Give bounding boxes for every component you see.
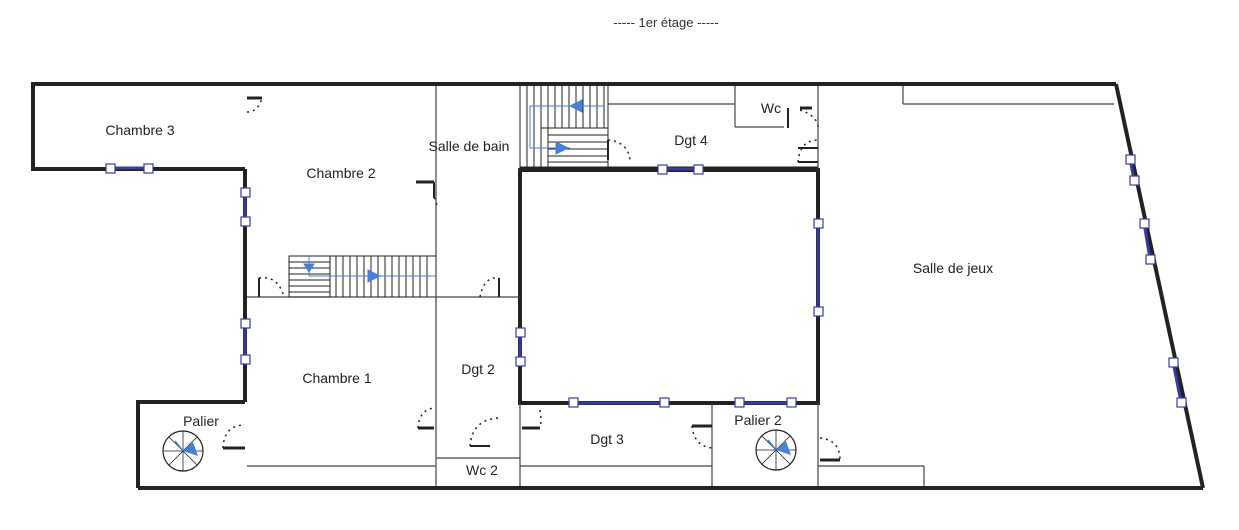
room-label-dgt2: Dgt 2 [461,361,495,377]
room-label-dgt3: Dgt 3 [590,431,624,447]
spiral-stair-palier2 [755,429,797,471]
room-label-wc: Wc [761,100,781,116]
room-label-chambre3: Chambre 3 [105,122,174,138]
room-label-wc2: Wc 2 [466,462,498,478]
room-label-palier2: Palier 2 [734,412,782,428]
windows [105,154,1187,408]
upper-staircase [526,86,609,168]
spiral-stair-palier [162,430,204,472]
room-labels: Chambre 3 Chambre 2 Salle de bain Dgt 4 … [105,100,993,478]
plan-title: ----- 1er étage ----- [613,15,718,30]
room-label-dgt4: Dgt 4 [674,132,708,148]
interior-walls [247,86,1114,486]
stair-arrow-icon [303,256,436,283]
central-staircase [288,255,436,298]
doors [222,96,841,462]
room-label-salle-de-bain: Salle de bain [429,138,510,154]
stair-arrow-icon-2 [529,99,604,155]
room-label-salle-de-jeux: Salle de jeux [913,260,993,276]
room-label-palier: Palier [183,413,219,429]
room-label-chambre1: Chambre 1 [302,370,371,386]
room-label-chambre2: Chambre 2 [306,165,375,181]
exterior-walls [31,82,1205,490]
